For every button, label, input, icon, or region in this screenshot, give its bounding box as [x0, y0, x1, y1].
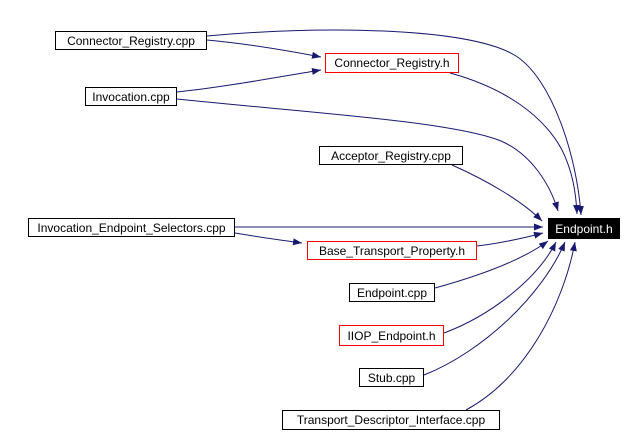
node-acceptor-registry-cpp[interactable]: Acceptor_Registry.cpp	[319, 146, 463, 165]
edge-connector-registry-cpp-to-connector-registry-h	[206, 39, 322, 59]
node-invocation-endpoint-selectors-cpp[interactable]: Invocation_Endpoint_Selectors.cpp	[28, 218, 235, 237]
node-connector-registry-h[interactable]: Connector_Registry.h	[325, 53, 459, 73]
node-base-transport-property-h[interactable]: Base_Transport_Property.h	[307, 241, 477, 260]
edge-connector-registry-cpp-to-endpoint-h	[206, 29, 584, 216]
edge-stub-cpp-to-endpoint-h	[423, 241, 566, 376]
edge-invocation-endpoint-selectors-cpp-to-base-transport-property-h	[234, 232, 303, 246]
node-endpoint-cpp[interactable]: Endpoint.cpp	[349, 283, 435, 302]
node-connector-registry-cpp[interactable]: Connector_Registry.cpp	[55, 31, 207, 50]
edge-transport-descriptor-interface-cpp-to-endpoint-h	[465, 241, 577, 411]
node-endpoint-h-current: Endpoint.h	[548, 218, 620, 239]
edge-acceptor-registry-cpp-to-endpoint-h	[451, 164, 543, 222]
edge-invocation-cpp-to-endpoint-h	[176, 98, 559, 212]
edge-iiop-endpoint-h-to-endpoint-h	[443, 241, 557, 334]
edge-endpoint-cpp-to-endpoint-h	[434, 240, 549, 289]
node-transport-descriptor-interface-cpp[interactable]: Transport_Descriptor_Interface.cpp	[282, 410, 500, 430]
node-stub-cpp[interactable]: Stub.cpp	[359, 368, 424, 387]
edge-base-transport-property-h-to-endpoint-h	[476, 231, 544, 247]
edge-invocation-cpp-to-connector-registry-h	[176, 67, 322, 93]
node-invocation-cpp[interactable]: Invocation.cpp	[85, 87, 177, 106]
edge-connector-registry-h-to-endpoint-h	[449, 72, 581, 215]
node-iiop-endpoint-h[interactable]: IIOP_Endpoint.h	[339, 325, 444, 346]
